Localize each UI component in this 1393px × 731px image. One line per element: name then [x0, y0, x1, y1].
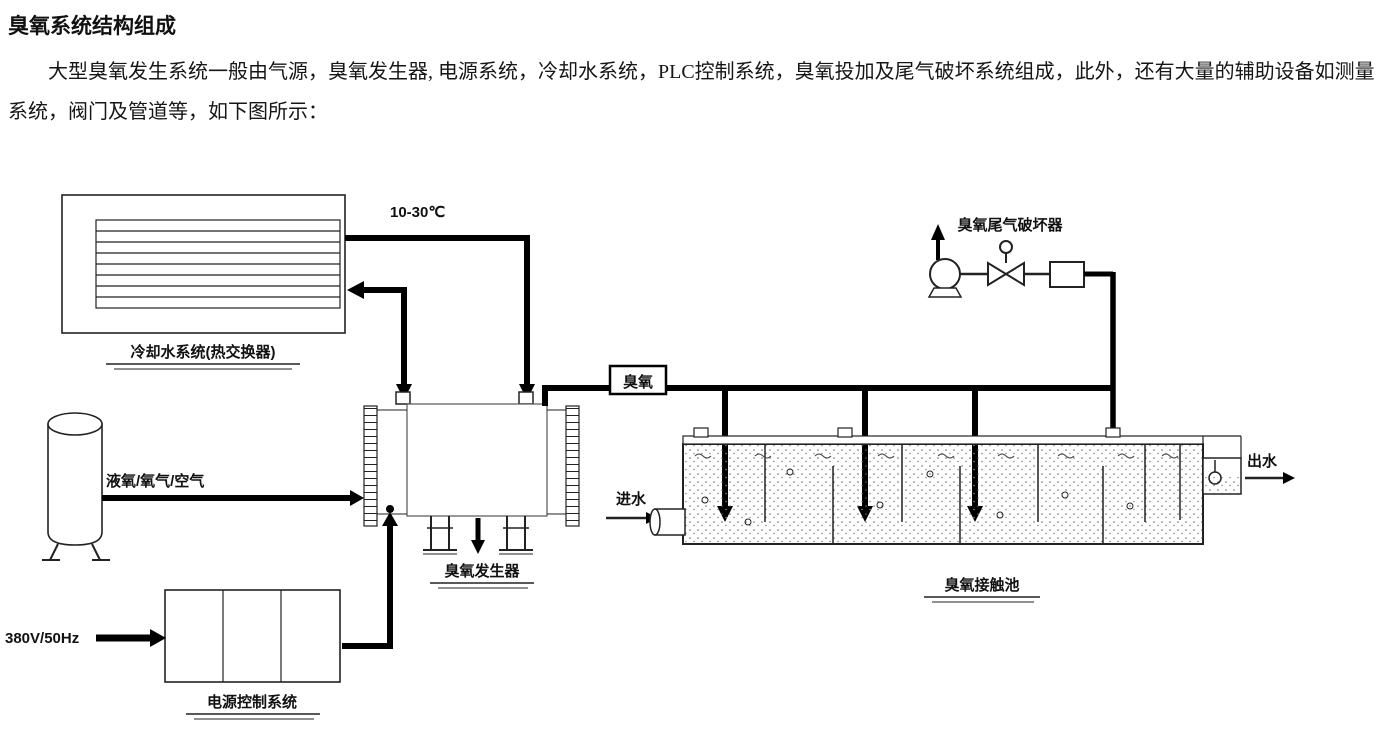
cooling-water-pipes: 10-30℃	[345, 204, 535, 400]
arrow-right-icon	[150, 629, 166, 647]
arrow-left-icon	[347, 281, 364, 299]
ozone-system-diagram: 冷却水系统(热交换器) 10-30℃ 液氧/氧气/空气	[5, 194, 1295, 720]
ozone-tag-label: 臭氧	[623, 373, 653, 391]
valve-icon	[987, 261, 1008, 287]
ozone-contact-tank: 进水 出水 臭氧接触池	[606, 427, 1295, 603]
water-in-label: 进水	[616, 490, 647, 508]
arrow-up-icon	[382, 512, 398, 526]
destructor-unit-box	[1049, 261, 1085, 288]
arrow-right-icon	[1283, 472, 1295, 484]
tail-gas-destructor: 臭氧尾气破坏器	[927, 216, 1113, 298]
blower-pedestal	[927, 287, 963, 298]
cooling-system-caption: 冷却水系统(热交换器)	[131, 343, 276, 361]
power-supply-label: 380V/50Hz	[5, 630, 79, 647]
connection-dot	[386, 505, 394, 513]
arrow-up-icon	[931, 224, 945, 240]
valve-handle	[999, 240, 1013, 254]
contact-tank-caption: 臭氧接触池	[944, 576, 1019, 594]
heat-exchanger: 冷却水系统(热交换器)	[61, 194, 346, 370]
generator-caption: 臭氧发生器	[444, 562, 520, 580]
arrow-right-icon	[350, 490, 364, 506]
power-control-system: 电源控制系统 380V/50Hz	[5, 505, 398, 720]
intro-paragraph: 大型臭氧发生系统一般由气源，臭氧发生器, 电源系统，冷却水系统，PLC控制系统，…	[8, 61, 1375, 123]
gas-source-label: 液氧/氧气/空气	[106, 472, 204, 490]
destructor-caption: 臭氧尾气破坏器	[957, 216, 1063, 234]
power-caption: 电源控制系统	[207, 693, 297, 711]
ozone-generator: 臭氧发生器	[363, 391, 580, 589]
gas-source-tank: 液氧/氧气/空气	[42, 412, 364, 561]
valve-icon	[1004, 261, 1025, 287]
arrow-down-icon	[471, 540, 485, 554]
blower-icon	[929, 258, 961, 290]
water-out-label: 出水	[1247, 452, 1278, 470]
water-temp-label: 10-30℃	[390, 204, 445, 221]
ozone-tag-box	[608, 364, 668, 396]
page-title: 臭氧系统结构组成	[8, 15, 176, 38]
